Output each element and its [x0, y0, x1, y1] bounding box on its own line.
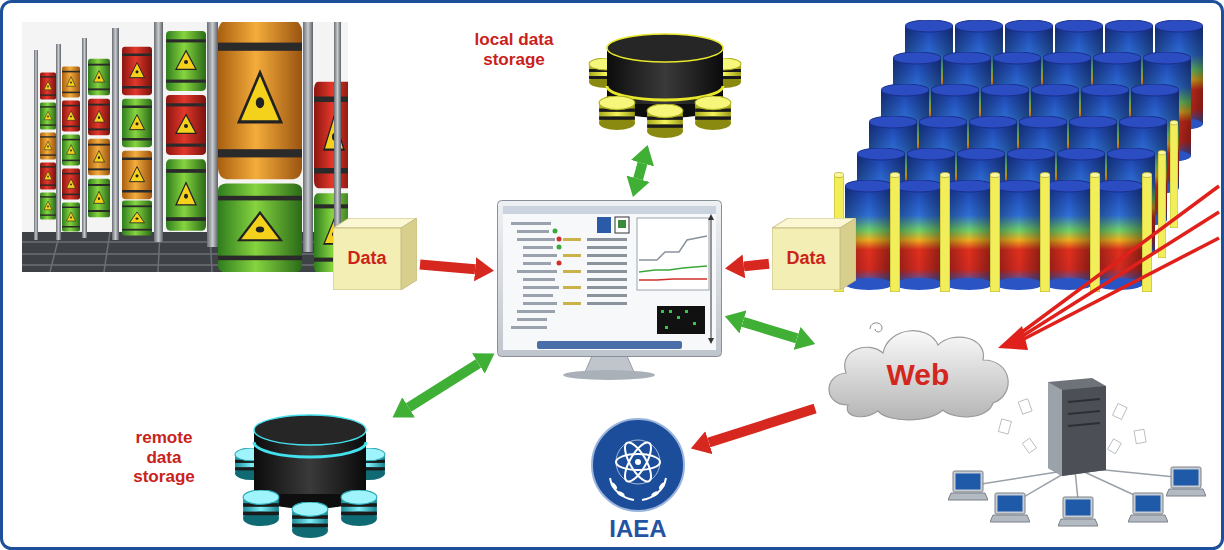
exchange-arrow — [743, 322, 797, 339]
cloud-label: Web — [887, 358, 950, 391]
logo-node: IAEA — [588, 418, 688, 546]
storage-icon — [580, 24, 750, 139]
label-block: Data — [333, 228, 401, 290]
monitor-shape — [497, 200, 722, 380]
label-block — [507, 210, 712, 345]
data-flow-arrow — [709, 409, 815, 443]
logo-emblem — [588, 418, 688, 514]
box-label: Data — [786, 248, 825, 270]
label-block: Web — [842, 339, 994, 409]
exchange-arrow — [638, 163, 642, 179]
pointer-lines — [1014, 186, 1219, 342]
data-box: Data — [333, 218, 417, 290]
computer-monitor — [497, 200, 722, 380]
storage-icon — [230, 402, 390, 540]
storage-node: local data storage — [468, 22, 758, 142]
storage-node: remote data storage — [118, 398, 390, 543]
data-box: Data — [772, 218, 856, 290]
web-cloud: Web — [818, 315, 1018, 425]
box-label: Data — [347, 248, 386, 270]
label-block: IAEA — [578, 514, 698, 544]
label-block: remote data storage — [118, 428, 210, 487]
label-block: local data storage — [468, 30, 560, 69]
data-flow-arrow — [744, 264, 769, 267]
barrel-store — [22, 22, 348, 272]
pointer-head — [998, 326, 1028, 350]
exchange-arrow — [409, 364, 479, 408]
cylinder-array — [834, 20, 1203, 292]
node-label: remote data storage — [118, 428, 210, 487]
node-label: local data storage — [468, 30, 560, 69]
label-block: Data — [772, 228, 840, 290]
logo-label: IAEA — [609, 515, 666, 543]
data-flow-arrow — [420, 264, 475, 269]
